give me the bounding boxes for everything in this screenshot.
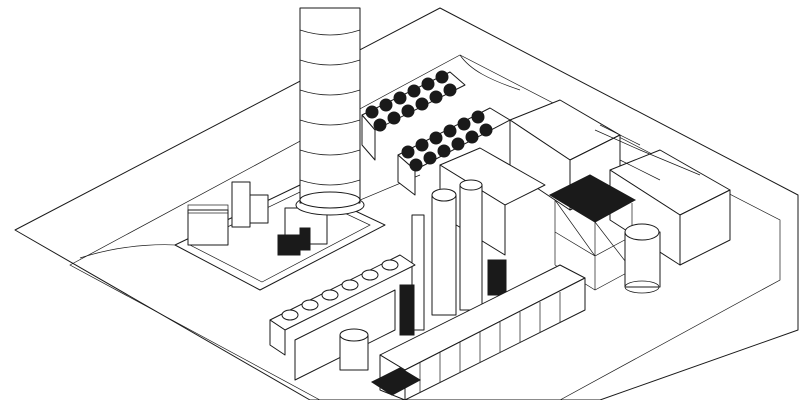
- enclosure-buildings: [439, 99, 731, 266]
- fin-fan-cooler-bank-2: [397, 107, 511, 196]
- steam-drum-skid: [370, 264, 586, 400]
- ground-slab: [14, 7, 799, 400]
- small-tank: [339, 328, 369, 371]
- fin-fan-cooler-bank-1: [361, 70, 466, 161]
- storage-tank: [624, 223, 661, 294]
- tall-column: [399, 214, 425, 336]
- piping-run: [594, 124, 701, 181]
- pipe-rack-structure: [548, 174, 637, 291]
- process-columns: [431, 179, 507, 316]
- exhaust-stack: [295, 7, 365, 216]
